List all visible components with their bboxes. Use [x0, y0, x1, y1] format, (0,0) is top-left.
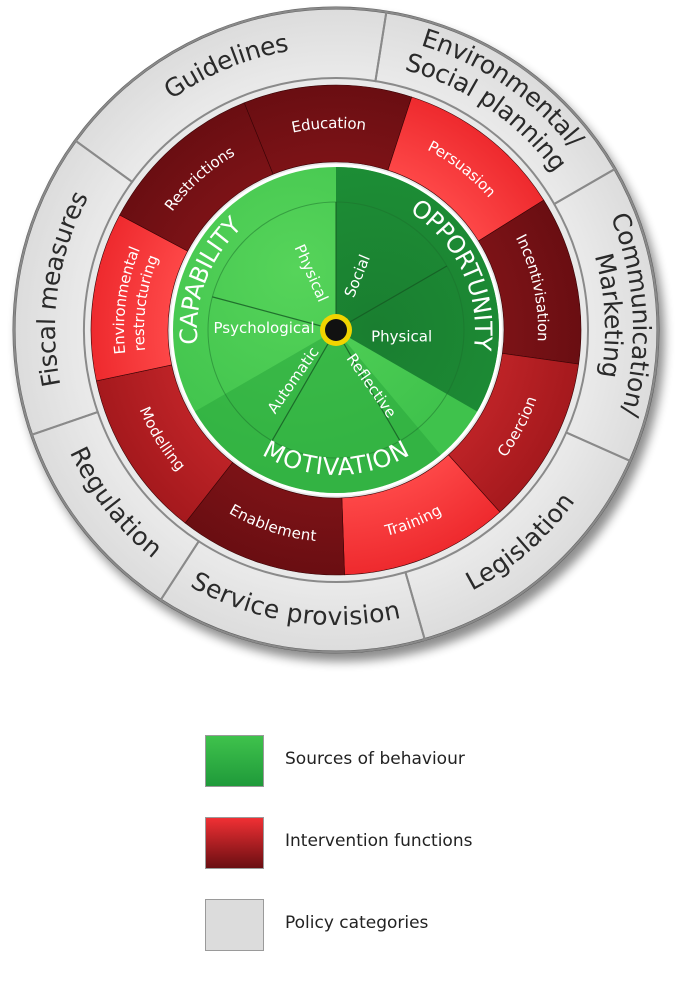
capability-psychological-label: Psychological — [213, 319, 314, 337]
legend: Sources of behaviour Intervention functi… — [205, 735, 625, 981]
legend-item-sources: Sources of behaviour — [205, 735, 625, 787]
motivation-sector — [194, 330, 441, 493]
intervention-label: Education — [290, 113, 367, 136]
legend-swatch-policy — [205, 899, 264, 951]
divider-line — [343, 343, 401, 442]
policy-segment-6 — [74, 7, 388, 184]
wheel-diagram: Environmental/Social planningCommunicati… — [12, 6, 660, 654]
center-hub — [325, 319, 347, 341]
legend-label-policy: Policy categories — [285, 913, 429, 933]
legend-swatch-sources — [205, 735, 264, 787]
intervention-segment-8 — [119, 102, 274, 252]
divider-line — [212, 296, 321, 327]
opportunity-sector — [336, 167, 499, 412]
legend-label-sources: Sources of behaviour — [285, 749, 465, 769]
legend-swatch-interventions — [205, 817, 264, 869]
legend-item-interventions: Intervention functions — [205, 817, 625, 869]
opportunity-physical-label: Physical — [371, 327, 432, 345]
legend-label-interventions: Intervention functions — [285, 831, 473, 851]
legend-item-policy: Policy categories — [205, 899, 625, 951]
divider-line — [271, 343, 329, 442]
divider-line — [349, 265, 448, 323]
